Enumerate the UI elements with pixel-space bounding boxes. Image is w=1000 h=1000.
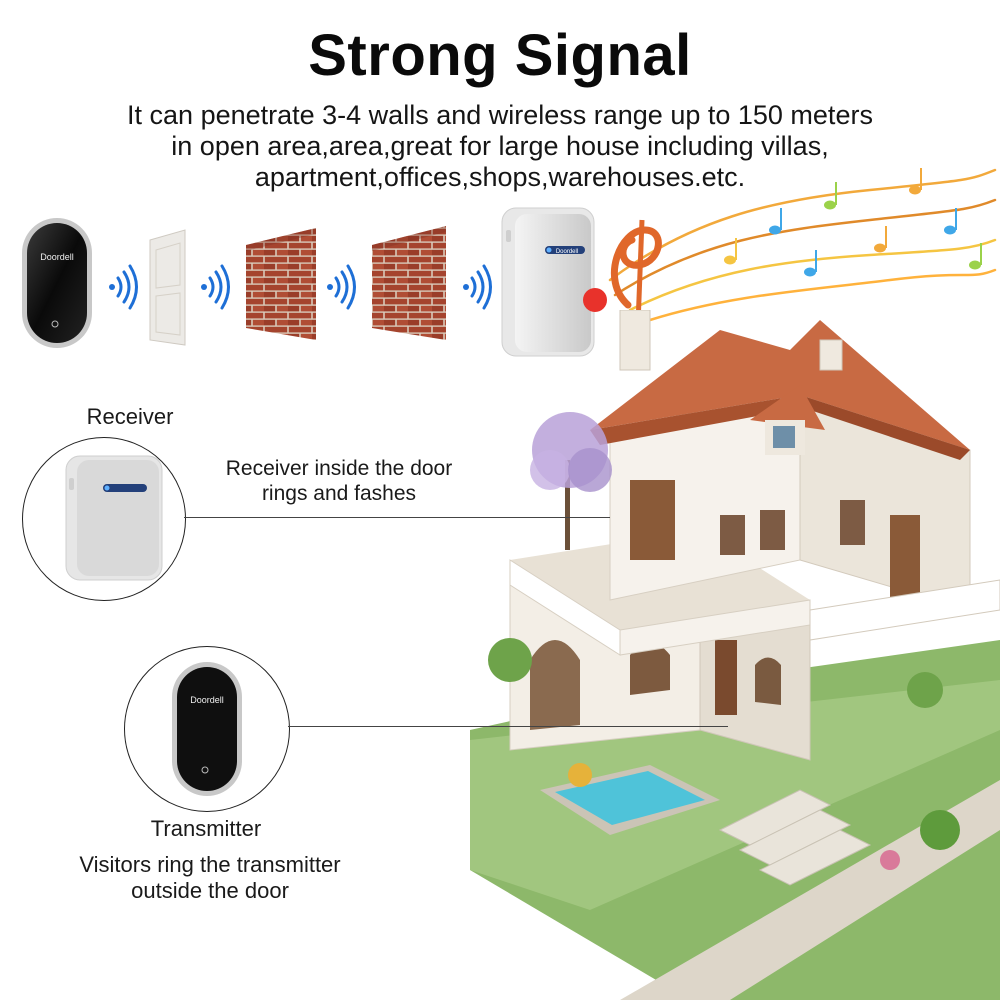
- description-line: apartment,offices,shops,warehouses.etc.: [254, 162, 746, 192]
- transmitter-device-icon: Doordell: [22, 218, 92, 348]
- receiver-title: Receiver: [86, 404, 174, 429]
- receiver-device-icon: Doordell: [501, 207, 595, 357]
- transmitter-callout-circle: Doordell: [124, 646, 290, 812]
- music-notes-icon: [583, 168, 997, 326]
- door-icon: [149, 229, 186, 346]
- receiver-brand: Doordell: [556, 249, 578, 255]
- page-description: It can penetrate 3-4 walls and wireless …: [40, 100, 960, 193]
- signal-wave-icon: [109, 264, 138, 310]
- receiver-description: Receiver inside the door rings and fashe…: [196, 456, 482, 506]
- receiver-leader-line: [184, 517, 610, 518]
- transmitter-description-line: outside the door: [131, 878, 289, 903]
- house-illustration: [470, 310, 1000, 1000]
- brick-wall-icon: [372, 226, 446, 340]
- receiver-description-line: rings and fashes: [261, 482, 417, 505]
- signal-wave-icon: [201, 264, 230, 310]
- transmitter-title: Transmitter: [150, 816, 262, 841]
- transmitter-description: Visitors ring the transmitter outside th…: [40, 852, 380, 904]
- description-line: in open area,area,great for large house …: [171, 131, 829, 161]
- music-note-icon: [724, 168, 982, 277]
- transmitter-brand: Doordell: [190, 695, 224, 705]
- signal-wave-icon: [463, 264, 492, 310]
- transmitter-leader-line: [288, 726, 728, 727]
- transmitter-device-icon: Doordell: [172, 662, 242, 796]
- treble-clef-icon: [583, 219, 662, 326]
- description-line: It can penetrate 3-4 walls and wireless …: [127, 100, 873, 130]
- receiver-device-icon: [65, 455, 163, 581]
- transmitter-description-line: Visitors ring the transmitter: [79, 852, 341, 877]
- receiver-description-line: Receiver inside the door: [225, 457, 453, 480]
- signal-path-row: Doordell Doordel: [22, 207, 595, 357]
- receiver-callout-circle: [22, 437, 186, 601]
- signal-wave-icon: [327, 264, 356, 310]
- page-title: Strong Signal: [308, 23, 692, 88]
- brick-wall-icon: [246, 228, 316, 340]
- transmitter-brand: Doordell: [40, 252, 74, 262]
